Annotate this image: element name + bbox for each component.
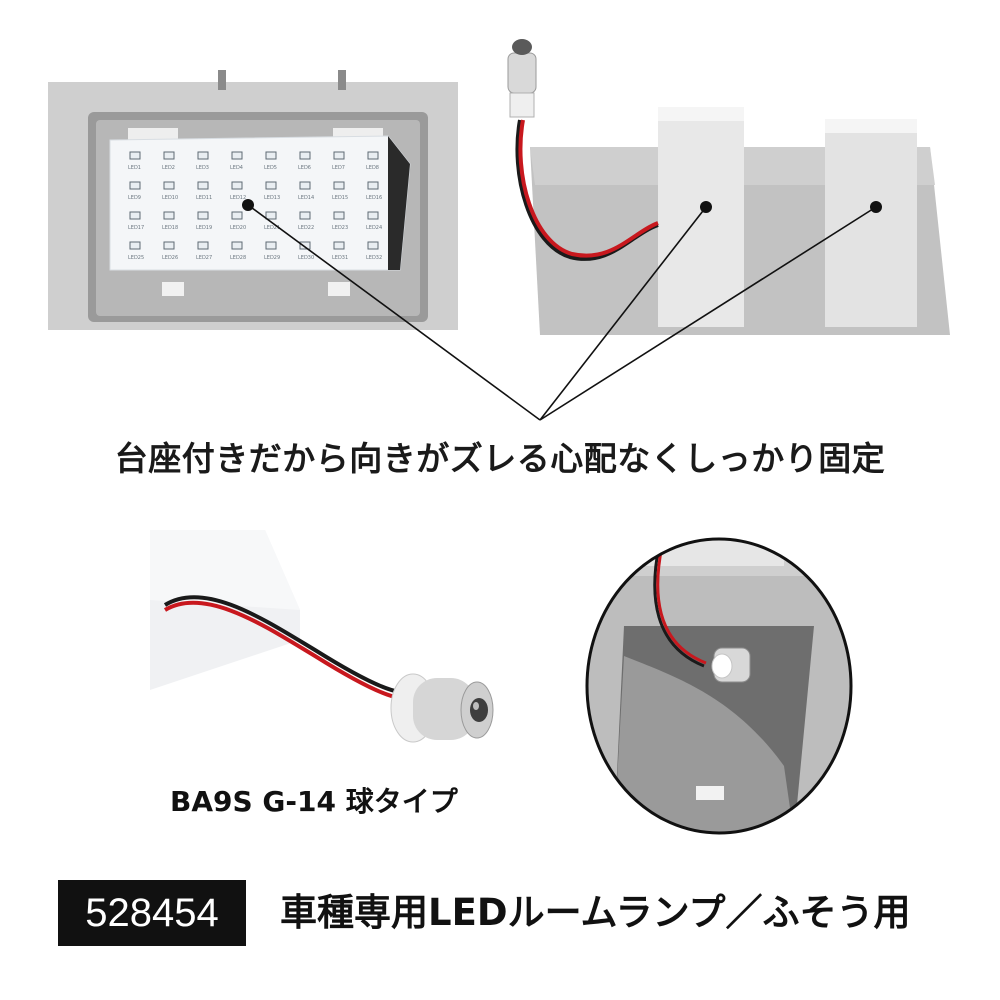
- led-chip: [163, 211, 175, 220]
- led-label: LED30: [298, 255, 314, 261]
- led-chip: [129, 211, 141, 220]
- led-label: LED14: [298, 195, 314, 201]
- led-label: LED26: [162, 255, 178, 261]
- product-title: 車種専用LEDルームランプ／ふそう用: [280, 891, 911, 934]
- led-chip: [129, 151, 141, 160]
- led-chip: [367, 181, 379, 190]
- led-label: LED20: [230, 225, 246, 231]
- led-chip: [197, 151, 209, 160]
- led-label: LED19: [196, 225, 212, 231]
- led-label: LED1: [128, 165, 141, 171]
- led-label: LED15: [332, 195, 348, 201]
- led-label: LED32: [366, 255, 382, 261]
- led-chip: [299, 211, 311, 220]
- led-label: LED21: [264, 225, 280, 231]
- led-label: LED27: [196, 255, 212, 261]
- led-label: LED3: [196, 165, 209, 171]
- feature-caption: 台座付きだから向きがズレる心配なくしっかり固定: [114, 439, 886, 478]
- led-chip: [299, 151, 311, 160]
- bulb-type-caption: BA9S G-14 球タイプ: [170, 785, 458, 818]
- product-code-badge: 528454: [58, 880, 246, 946]
- led-chip: [231, 241, 243, 250]
- led-label: LED29: [264, 255, 280, 261]
- led-label: LED9: [128, 195, 141, 201]
- led-label: LED10: [162, 195, 178, 201]
- led-label: LED18: [162, 225, 178, 231]
- led-chip: [231, 181, 243, 190]
- led-chip: [299, 241, 311, 250]
- led-label: LED2: [162, 165, 175, 171]
- led-chip: [231, 211, 243, 220]
- led-label: LED6: [298, 165, 311, 171]
- led-label: LED16: [366, 195, 382, 201]
- pointer-lines: [242, 199, 877, 421]
- led-chip: [367, 211, 379, 220]
- led-label: LED31: [332, 255, 348, 261]
- led-label: LED5: [264, 165, 277, 171]
- led-label: LED23: [332, 225, 348, 231]
- led-chip: [333, 241, 345, 250]
- led-label: LED24: [366, 225, 382, 231]
- led-chip: [265, 211, 277, 220]
- led-chip: [197, 241, 209, 250]
- led-label: LED13: [264, 195, 280, 201]
- led-label: LED8: [366, 165, 379, 171]
- led-chip: [231, 151, 243, 160]
- led-chip: [265, 181, 277, 190]
- led-label: LED4: [230, 165, 243, 171]
- led-label: LED12: [230, 195, 246, 201]
- led-chip: [163, 241, 175, 250]
- led-chip: [265, 151, 277, 160]
- led-chip: [129, 181, 141, 190]
- led-chip: [367, 151, 379, 160]
- mount-base-photo: [490, 35, 960, 345]
- led-chip: [333, 181, 345, 190]
- led-chip: [265, 241, 277, 250]
- led-label: LED25: [128, 255, 144, 261]
- led-chip: [299, 181, 311, 190]
- led-label: LED17: [128, 225, 144, 231]
- led-chip: [163, 181, 175, 190]
- led-chip: [163, 151, 175, 160]
- bulb-photo: [145, 530, 505, 770]
- led-chip: [367, 241, 379, 250]
- led-label: LED11: [196, 195, 212, 201]
- led-label: LED28: [230, 255, 246, 261]
- led-chip: [197, 181, 209, 190]
- led-chip: [333, 151, 345, 160]
- led-chip: [197, 211, 209, 220]
- installed-photo: [584, 536, 854, 836]
- led-chip: [129, 241, 141, 250]
- led-label: LED7: [332, 165, 345, 171]
- led-label: LED22: [298, 225, 314, 231]
- led-chip: [333, 211, 345, 220]
